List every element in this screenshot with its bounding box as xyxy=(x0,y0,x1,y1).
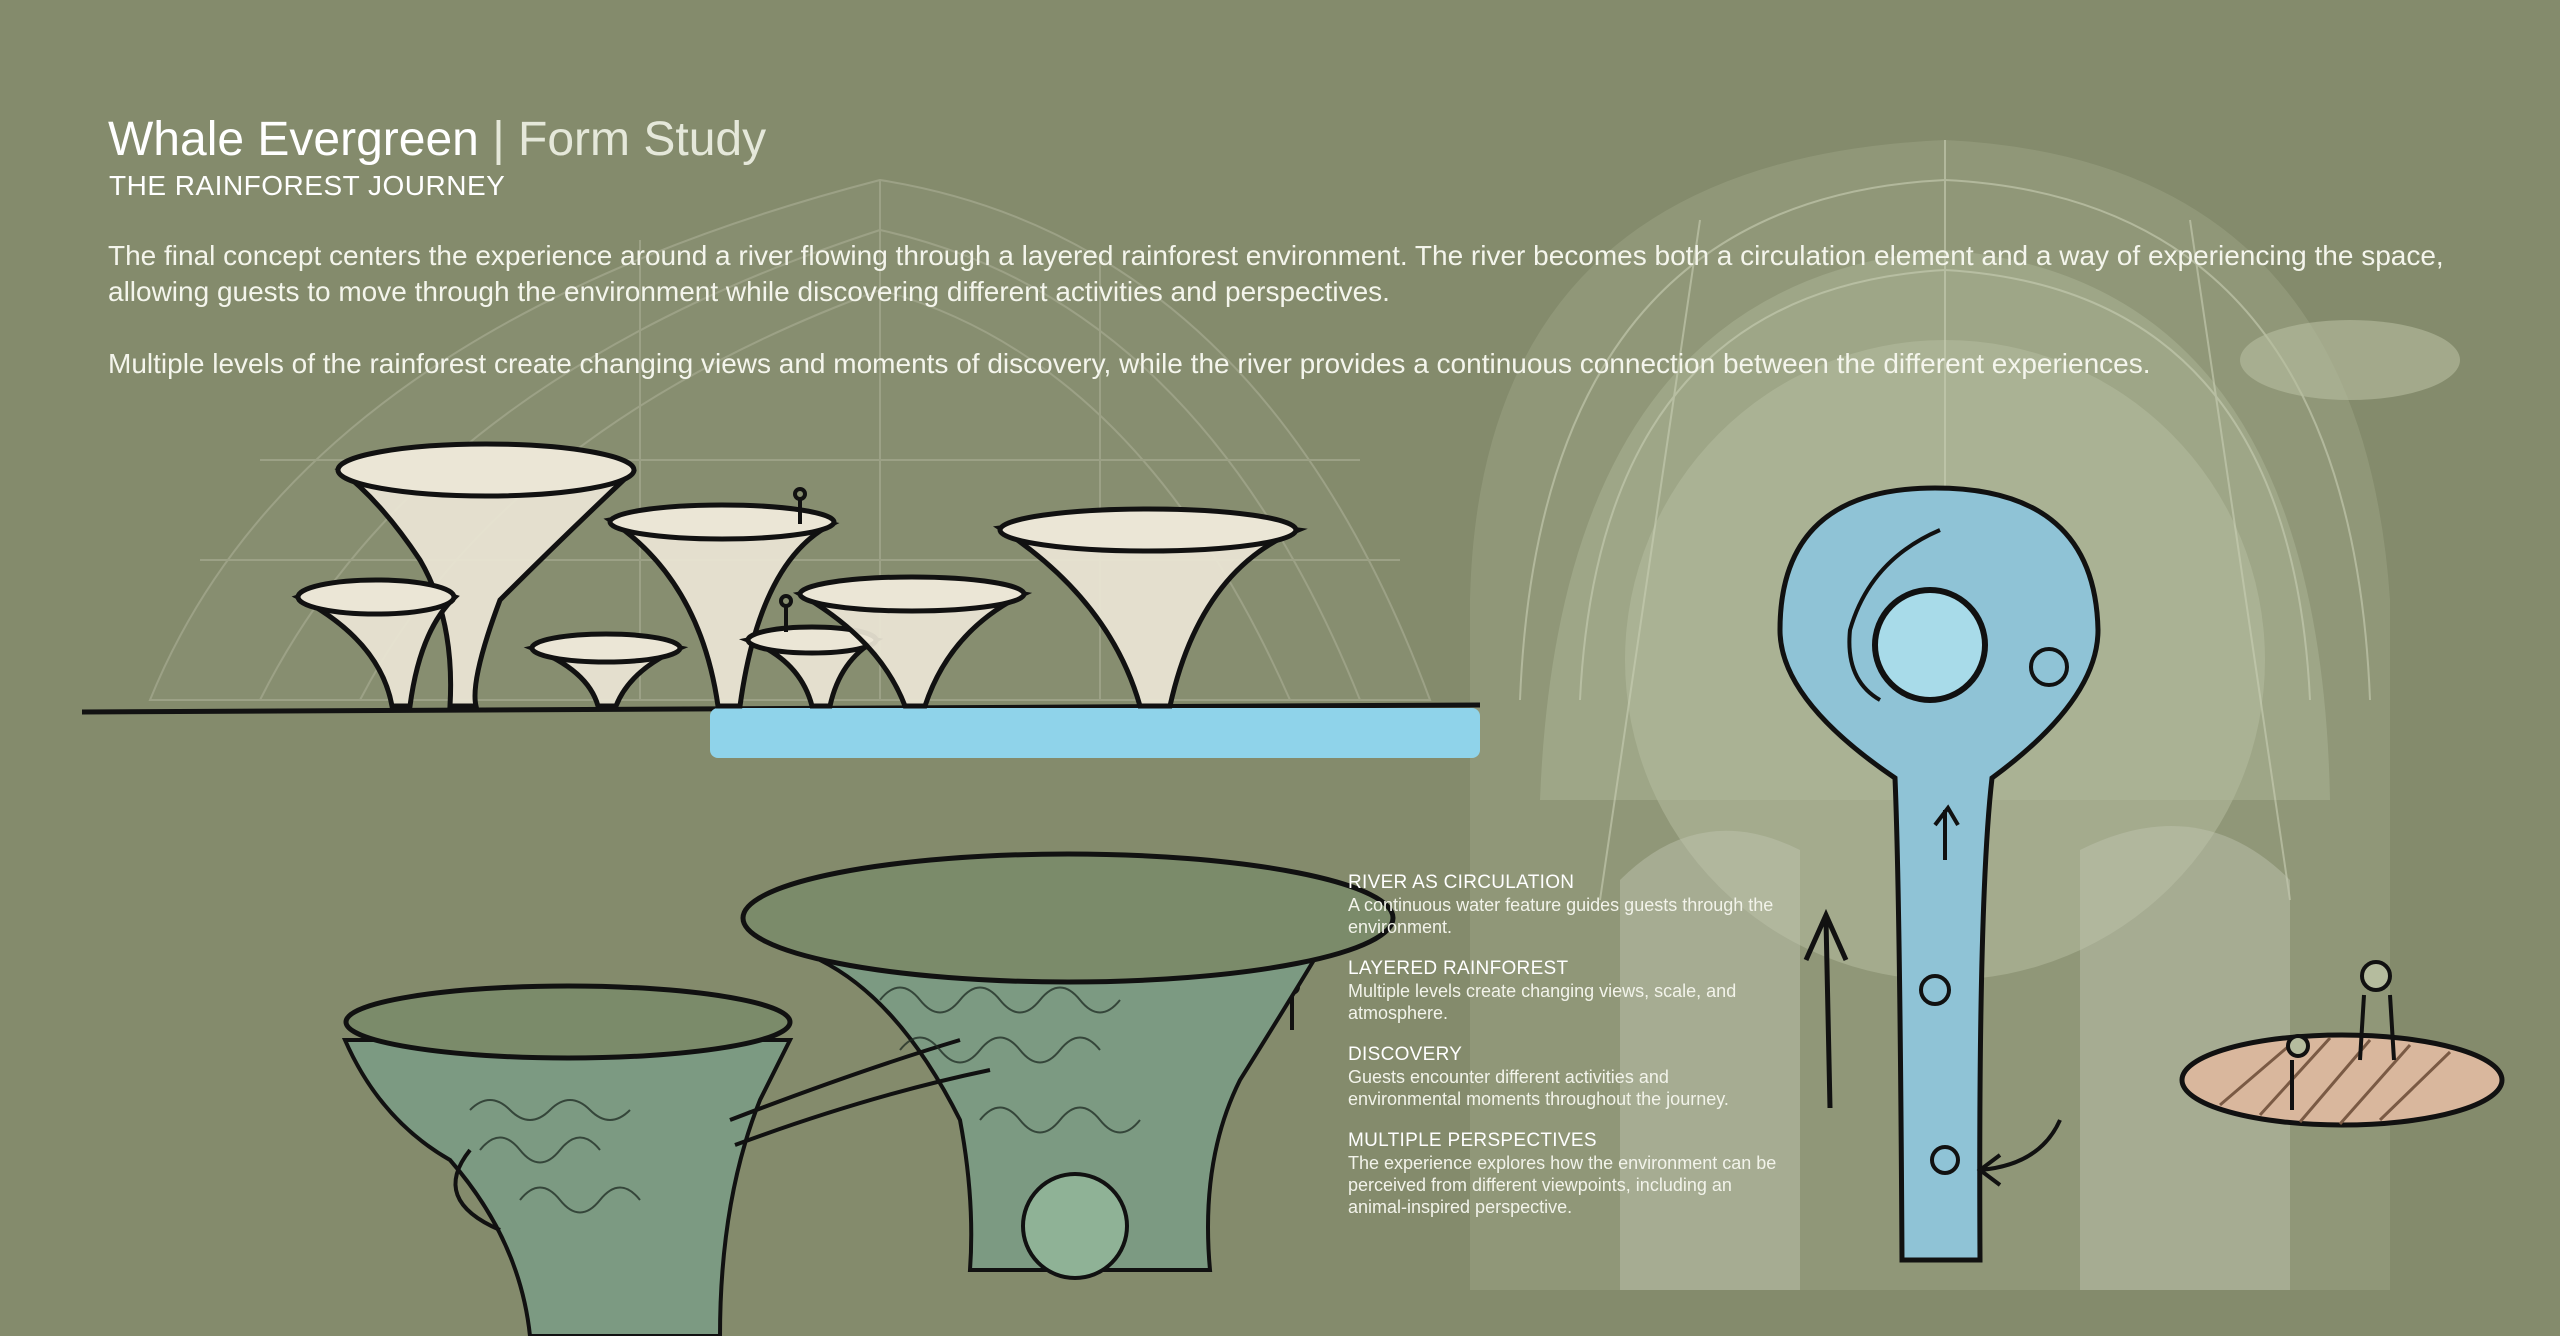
rainforest-tower-right xyxy=(740,851,1396,1280)
tower-scribbles xyxy=(469,986,1141,1214)
levels-paragraph: Multiple levels of the rainforest create… xyxy=(108,348,2151,379)
canopy-section-funnels xyxy=(291,441,1308,709)
note-body: Guests encounter different activities an… xyxy=(1348,1067,1729,1109)
note-body: The experience explores how the environm… xyxy=(1348,1153,1777,1217)
river-plan-diagram xyxy=(1777,485,2101,1263)
note-heading: DISCOVERY xyxy=(1348,1044,1463,1065)
note-heading: LAYERED RAINFOREST xyxy=(1348,958,1569,979)
note-body: Multiple levels create changing views, s… xyxy=(1348,981,1737,1023)
section-heading: THE RAINFOREST JOURNEY xyxy=(109,170,506,201)
note-discovery: DISCOVERY Guests encounter different act… xyxy=(1348,1044,1778,1110)
note-multiple-perspectives: MULTIPLE PERSPECTIVES The experience exp… xyxy=(1348,1130,1778,1218)
connecting-bridges xyxy=(453,1038,991,1232)
river-section xyxy=(710,708,1480,758)
note-layered-rainforest: LAYERED RAINFOREST Multiple levels creat… xyxy=(1348,958,1778,1024)
page-title: Whale Evergreen | Form Study xyxy=(108,112,766,168)
note-heading: RIVER AS CIRCULATION xyxy=(1348,872,1575,893)
intro-paragraph: The final concept centers the experience… xyxy=(108,240,2444,307)
viewing-platform xyxy=(2179,960,2505,1128)
note-heading: MULTIPLE PERSPECTIVES xyxy=(1348,1130,1597,1151)
concept-notes: RIVER AS CIRCULATION A continuous water … xyxy=(1348,872,1778,1238)
note-river-circulation: RIVER AS CIRCULATION A continuous water … xyxy=(1348,872,1778,938)
project-title: Whale Evergreen xyxy=(108,113,479,166)
form-study-title: Form Study xyxy=(518,113,767,166)
title-separator: | xyxy=(492,113,505,166)
rainforest-tower-left xyxy=(341,983,794,1336)
note-body: A continuous water feature guides guests… xyxy=(1348,895,1774,937)
